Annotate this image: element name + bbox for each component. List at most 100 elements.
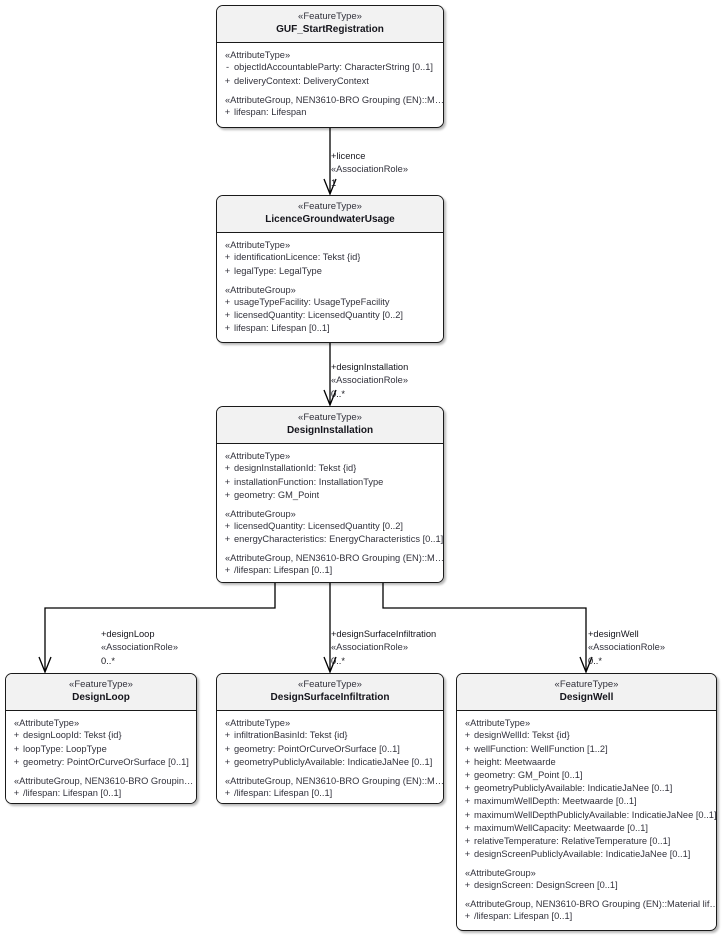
- uml-class-designwell[interactable]: «FeatureType»DesignWell«AttributeType»+d…: [456, 673, 717, 931]
- attribute-group-label: «AttributeType»: [14, 718, 80, 729]
- attribute-group-label: «AttributeGroup»: [225, 284, 296, 295]
- attribute-text: /lifespan: Lifespan [0..1]: [474, 911, 573, 922]
- attribute-text: designScreen: DesignScreen [0..1]: [474, 880, 618, 891]
- attribute-row[interactable]: +geometry: GM_Point [0..1]: [457, 769, 716, 782]
- attribute-row[interactable]: +energyCharacteristics: EnergyCharacteri…: [217, 533, 443, 546]
- attribute-text: maximumWellDepth: Meetwaarde [0..1]: [474, 796, 637, 807]
- attribute-visibility: +: [224, 323, 231, 334]
- attribute-visibility: +: [224, 265, 231, 276]
- attribute-text: designWellId: Tekst {id}: [474, 730, 570, 741]
- attribute-visibility: +: [464, 730, 471, 741]
- class-stereotype: «FeatureType»: [298, 201, 362, 212]
- attribute-visibility: +: [464, 743, 471, 754]
- association-label-assoc-designloop[interactable]: +designLoop«AssociationRole»0..*: [101, 628, 178, 668]
- class-stereotype: «FeatureType»: [69, 679, 133, 690]
- attribute-visibility: +: [464, 756, 471, 767]
- attribute-row[interactable]: +identificationLicence: Tekst {id}: [217, 251, 443, 264]
- attribute-row[interactable]: +designWellId: Tekst {id}: [457, 729, 716, 742]
- attribute-row[interactable]: +deliveryContext: DeliveryContext: [217, 75, 443, 88]
- attribute-visibility: +: [464, 822, 471, 833]
- attribute-visibility: +: [464, 835, 471, 846]
- class-name: GUF_StartRegistration: [276, 23, 384, 35]
- attribute-row[interactable]: -objectIdAccountableParty: CharacterStri…: [217, 61, 443, 74]
- attribute-row[interactable]: +height: Meetwaarde: [457, 756, 716, 769]
- uml-class-designsurfaceinfiltration[interactable]: «FeatureType»DesignSurfaceInfiltration«A…: [216, 673, 444, 804]
- attribute-group-label: «AttributeGroup»: [225, 508, 296, 519]
- attribute-group-label: «AttributeType»: [225, 451, 291, 462]
- uml-class-designinstallation[interactable]: «FeatureType»DesignInstallation «Attribut…: [216, 406, 444, 583]
- association-role-name: +designSurfaceInfiltration: [331, 629, 437, 639]
- attribute-text: relativeTemperature: RelativeTemperature…: [474, 835, 671, 846]
- attribute-row[interactable]: +maximumWellDepthPubliclyAvailable: Indi…: [457, 809, 716, 822]
- attribute-text: usageTypeFacility: UsageTypeFacility: [234, 296, 390, 307]
- attribute-group-label: «AttributeGroup, NEN3610-BRO Grouping (E…: [225, 775, 443, 786]
- attribute-group-label: «AttributeGroup, NEN3610-BRO Grouping (E…: [465, 899, 716, 910]
- attribute-row[interactable]: +designScreen: DesignScreen [0..1]: [457, 879, 716, 892]
- class-name: DesignInstallation: [286, 424, 374, 436]
- attribute-group-label: «AttributeType»: [225, 718, 291, 729]
- attribute-row[interactable]: +geometry: PointOrCurveOrSurface [0..1]: [6, 756, 196, 769]
- attribute-text: geometryPubliclyAvailable: IndicatieJaNe…: [474, 783, 673, 794]
- association-label-assoc-designwell[interactable]: +designWell«AssociationRole»0..*: [588, 628, 665, 668]
- attribute-row[interactable]: +designScreenPubliclyAvailable: Indicati…: [457, 848, 716, 861]
- attribute-text: loopType: LoopType: [23, 743, 107, 754]
- attribute-visibility: +: [224, 463, 231, 474]
- uml-class-designloop[interactable]: «FeatureType»DesignLoop«AttributeType»+d…: [5, 673, 197, 804]
- attribute-text: designLoopId: Tekst {id}: [23, 730, 122, 741]
- attribute-row[interactable]: +licensedQuantity: LicensedQuantity [0..…: [217, 520, 443, 533]
- attribute-row[interactable]: +lifespan: Lifespan: [217, 106, 443, 119]
- attribute-text: licensedQuantity: LicensedQuantity [0..2…: [234, 520, 403, 531]
- attribute-visibility: +: [13, 730, 20, 741]
- attribute-row[interactable]: +maximumWellDepth: Meetwaarde [0..1]: [457, 795, 716, 808]
- class-header: «FeatureType»GUF_StartRegistration: [217, 6, 443, 44]
- attribute-row[interactable]: +designInstallationId: Tekst {id}: [217, 462, 443, 475]
- attribute-text: /lifespan: Lifespan [0..1]: [234, 565, 333, 576]
- class-body: «AttributeType»+designLoopId: Tekst {id}…: [6, 711, 196, 803]
- attribute-visibility: -: [225, 62, 230, 73]
- attribute-visibility: +: [13, 787, 20, 798]
- association-label-assoc-designinstallation[interactable]: +designInstallation«AssociationRole»0..*: [331, 361, 408, 401]
- attribute-text: identificationLicence: Tekst {id}: [234, 252, 361, 263]
- attribute-row[interactable]: +installationFunction: InstallationType: [217, 476, 443, 489]
- attribute-text: maximumWellCapacity: Meetwaarde [0..1]: [474, 822, 648, 833]
- association-multiplicity: 1: [331, 177, 337, 188]
- association-label-assoc-licence[interactable]: +licence«AssociationRole»1: [331, 150, 408, 190]
- attribute-group-label: «AttributeGroup, NEN3610-BRO Grouping (E…: [225, 553, 443, 564]
- uml-class-licencegroundwaterusage[interactable]: «FeatureType»LicenceGroundwaterUsage«Att…: [216, 195, 444, 343]
- attribute-row[interactable]: +loopType: LoopType: [6, 743, 196, 756]
- uml-class-guf-startregistration[interactable]: «FeatureType»GUF_StartRegistration«Attri…: [216, 5, 444, 128]
- class-body: «AttributeType»+infiltrationBasinId: Tek…: [217, 711, 443, 803]
- attribute-row[interactable]: +geometry: PointOrCurveOrSurface [0..1]: [217, 743, 443, 756]
- attribute-text: geometry: PointOrCurveOrSurface [0..1]: [234, 743, 400, 754]
- attribute-text: objectIdAccountableParty: CharacterStrin…: [234, 62, 433, 73]
- attribute-row[interactable]: +wellFunction: WellFunction [1..2]: [457, 743, 716, 756]
- attribute-row[interactable]: +maximumWellCapacity: Meetwaarde [0..1]: [457, 822, 716, 835]
- association-role-name: +designInstallation: [331, 362, 409, 372]
- association-label-assoc-designsurfaceinfiltration[interactable]: +designSurfaceInfiltration«AssociationRo…: [331, 628, 436, 668]
- attribute-visibility: +: [224, 520, 231, 531]
- attribute-row[interactable]: +geometry: GM_Point: [217, 489, 443, 502]
- class-stereotype: «FeatureType»: [298, 412, 362, 423]
- attribute-row[interactable]: +lifespan: Lifespan [0..1]: [217, 322, 443, 335]
- attribute-group-label: «AttributeGroup, NEN3610-BRO Groupin…: [14, 775, 194, 786]
- attribute-row[interactable]: +usageTypeFacility: UsageTypeFacility: [217, 296, 443, 309]
- attribute-row[interactable]: +relativeTemperature: RelativeTemperatur…: [457, 835, 716, 848]
- class-body: «AttributeType»+identificationLicence: T…: [217, 233, 443, 341]
- attribute-row[interactable]: +geometryPubliclyAvailable: IndicatieJaN…: [217, 756, 443, 769]
- attribute-row[interactable]: +infiltrationBasinId: Tekst {id}: [217, 729, 443, 742]
- association-stereotype: «AssociationRole»: [331, 375, 409, 386]
- attribute-row[interactable]: +/lifespan: Lifespan [0..1]: [457, 910, 716, 923]
- attribute-row[interactable]: +licensedQuantity: LicensedQuantity [0..…: [217, 309, 443, 322]
- attribute-row[interactable]: +legalType: LegalType: [217, 265, 443, 278]
- attribute-row[interactable]: +designLoopId: Tekst {id}: [6, 729, 196, 742]
- attribute-visibility: +: [224, 534, 231, 545]
- attribute-text: lifespan: Lifespan [0..1]: [234, 323, 330, 334]
- attribute-visibility: +: [224, 476, 231, 487]
- attribute-row[interactable]: +/lifespan: Lifespan [0..1]: [217, 787, 443, 800]
- attribute-visibility: +: [224, 565, 231, 576]
- attribute-row[interactable]: +geometryPubliclyAvailable: IndicatieJaN…: [457, 782, 716, 795]
- attribute-row[interactable]: +/lifespan: Lifespan [0..1]: [217, 564, 443, 577]
- attribute-row[interactable]: +/lifespan: Lifespan [0..1]: [6, 787, 196, 800]
- attribute-visibility: +: [13, 756, 20, 767]
